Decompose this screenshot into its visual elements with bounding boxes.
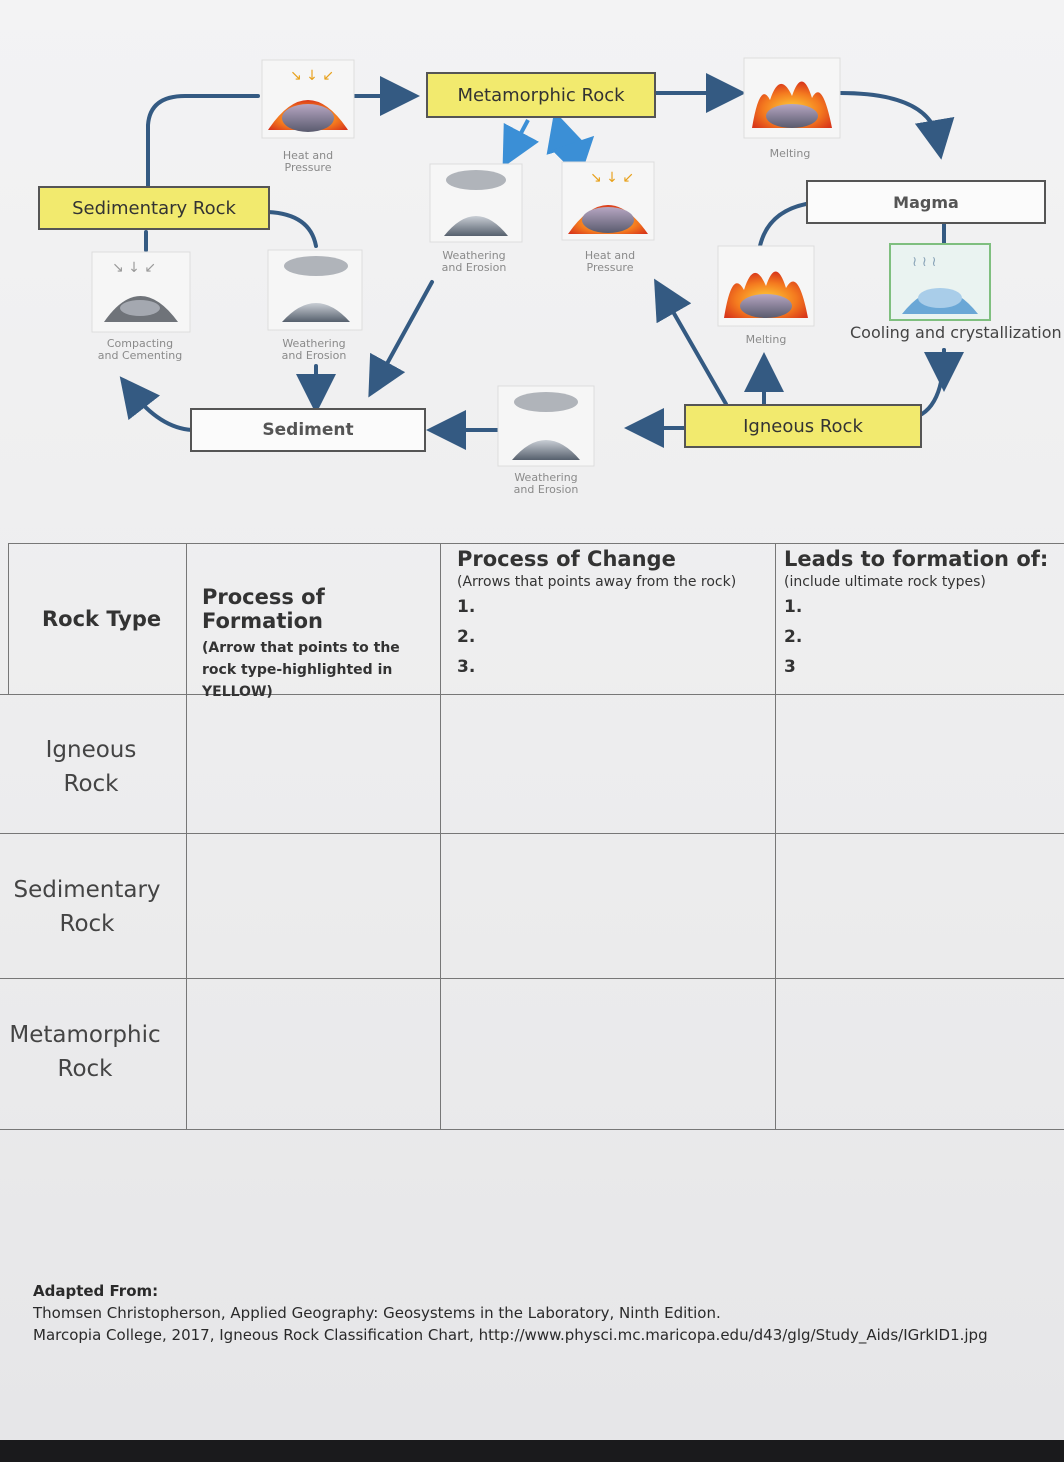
arrow-sed-to-heat	[146, 94, 260, 188]
cell-metamorphic-change[interactable]	[442, 980, 774, 1128]
node-sediment: Sediment	[190, 408, 426, 452]
header-process-change: Process of Change (Arrows that points aw…	[457, 547, 737, 677]
svg-text:↘ ↓ ↙: ↘ ↓ ↙	[290, 68, 334, 84]
cell-metamorphic-formation[interactable]	[188, 980, 439, 1128]
caption-melting-right: Melting	[745, 333, 787, 346]
cell-igneous-formation[interactable]	[188, 695, 439, 832]
compacting-icon: ↘ ↓ ↙	[91, 251, 191, 333]
cell-igneous-change[interactable]	[442, 695, 774, 832]
arrow-melt-to-magma-2	[758, 202, 808, 248]
node-igneous-rock: Igneous Rock	[684, 404, 922, 448]
cell-sedimentary-change[interactable]	[442, 835, 774, 977]
caption-weathering-left: Weathering and Erosion	[281, 337, 347, 362]
citation-line-2: Marcopia College, 2017, Igneous Rock Cla…	[33, 1326, 988, 1344]
melting-fire-icon-2	[717, 245, 815, 327]
melting-fire-icon	[743, 57, 841, 139]
weathering-cloud-icon-2	[267, 249, 363, 331]
caption-heat-pressure-mid: Heat and Pressure	[584, 249, 636, 274]
caption-melting-top: Melting	[769, 147, 811, 160]
header-leads-to: Leads to formation of: (include ultimate…	[784, 547, 1049, 677]
light-arrows	[502, 110, 595, 179]
cycle-arrows	[119, 73, 964, 450]
svg-text:↘ ↓ ↙: ↘ ↓ ↙	[112, 260, 156, 276]
weathering-cloud-icon-3	[497, 385, 595, 467]
citation-line-1: Thomsen Christopherson, Applied Geograph…	[33, 1304, 721, 1322]
caption-compacting: Compacting and Cementing	[97, 337, 183, 362]
header-process-formation: Process of Formation (Arrow that points …	[202, 585, 400, 700]
rock-cycle-diagram: ↘ ↓ ↙ ↘ ↓ ↙ ↘ ↓ ↙	[91, 57, 991, 467]
arrow-sed-to-weathering-left	[266, 210, 318, 248]
citation: Adapted From: Thomsen Christopherson, Ap…	[33, 1280, 988, 1346]
caption-weathering-mid: Weathering and Erosion	[441, 249, 507, 274]
arrow-sediment-to-compact	[119, 376, 194, 432]
cell-sedimentary-leads[interactable]	[777, 835, 1063, 977]
heat-pressure-icon: ↘ ↓ ↙	[261, 59, 355, 139]
rock-table: Rock Type Process of Formation (Arrow th…	[0, 543, 1064, 1133]
cell-igneous-leads[interactable]	[777, 695, 1063, 832]
cooling-icon: ≀ ≀ ≀	[889, 243, 991, 321]
dark-background-edge	[0, 1440, 1064, 1462]
header-rock-type: Rock Type	[42, 607, 162, 631]
arrow-cool-to-igneous	[920, 348, 946, 416]
heat-pressure-icon-2: ↘ ↓ ↙	[561, 161, 655, 241]
caption-cooling: Cooling and crystallization	[850, 323, 1062, 342]
weathering-cloud-icon	[429, 163, 523, 243]
arrow-igneous-to-heat	[654, 278, 728, 406]
svg-text:≀ ≀ ≀: ≀ ≀ ≀	[912, 254, 937, 270]
node-magma: Magma	[806, 180, 1046, 224]
citation-heading: Adapted From:	[33, 1282, 159, 1300]
cell-metamorphic-leads[interactable]	[777, 980, 1063, 1128]
arrow-weathermid-to-sediment	[368, 280, 434, 398]
caption-heat-pressure-top: Heat and Pressure	[282, 149, 334, 174]
caption-weathering-bottom: Weathering and Erosion	[513, 471, 579, 496]
svg-text:↘ ↓ ↙: ↘ ↓ ↙	[590, 170, 634, 186]
node-metamorphic-rock: Metamorphic Rock	[426, 72, 656, 118]
arrow-melt-to-magma	[838, 91, 955, 160]
cell-sedimentary-formation[interactable]	[188, 835, 439, 977]
node-sedimentary-rock: Sedimentary Rock	[38, 186, 270, 230]
